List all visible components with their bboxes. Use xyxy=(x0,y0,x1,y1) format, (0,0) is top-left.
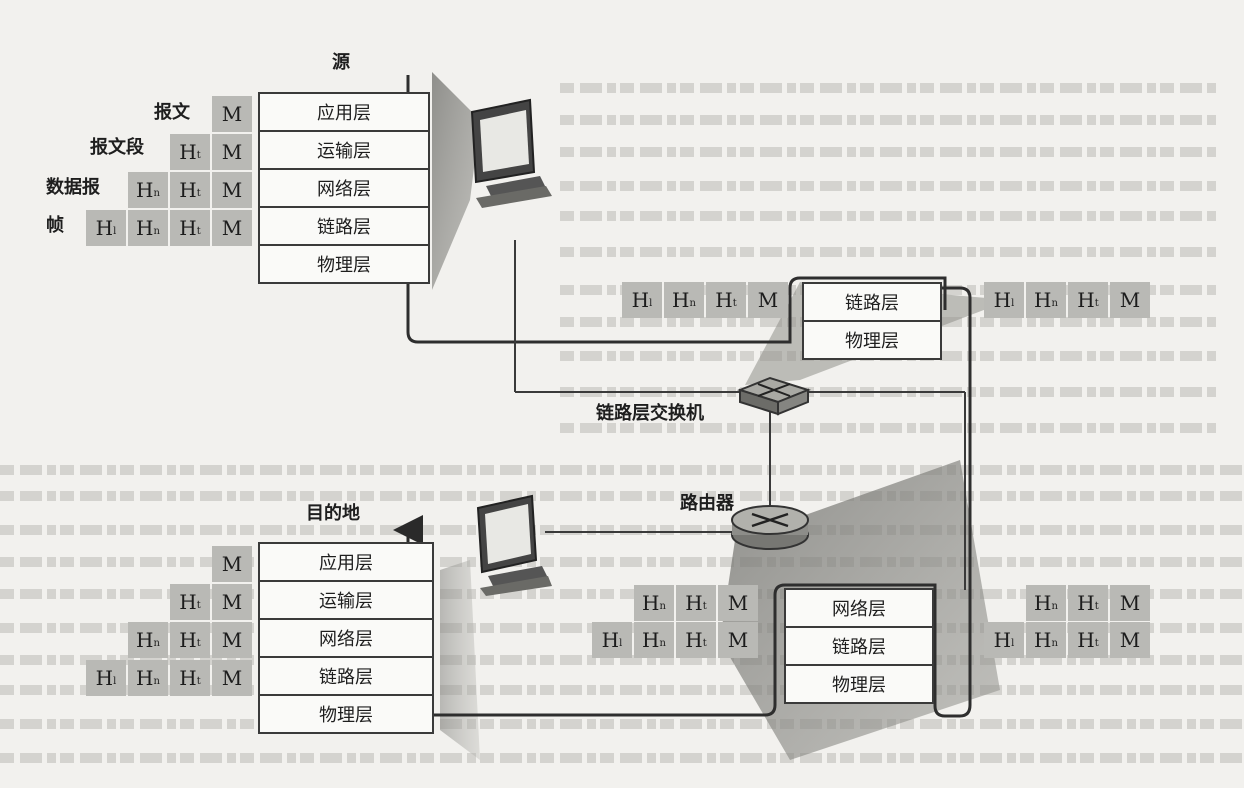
message-label: 报文 xyxy=(154,102,190,123)
source-transport-layer: 运输层 xyxy=(258,130,430,170)
message-cell: M xyxy=(212,134,252,170)
destination-label: 目的地 xyxy=(306,503,360,524)
source-link-layer: 链路层 xyxy=(258,206,430,246)
destination-stack: 应用层 运输层 网络层 链路层 物理层 xyxy=(258,542,434,740)
message-cell: M xyxy=(212,172,252,208)
dest-link-layer: 链路层 xyxy=(258,656,434,696)
datagram-label: 数据报 xyxy=(46,177,100,198)
message-cell: M xyxy=(212,210,252,246)
data-path-router-loop xyxy=(406,286,972,718)
source-network-layer: 网络层 xyxy=(258,168,430,208)
source-physical-layer: 物理层 xyxy=(258,244,430,284)
dest-message-row: M xyxy=(212,546,252,582)
router-icon xyxy=(731,505,809,550)
source-beam xyxy=(432,72,480,290)
message-cell: M xyxy=(1110,282,1150,318)
dest-app-layer: 应用层 xyxy=(258,542,434,582)
frame-label: 帧 xyxy=(46,215,64,236)
message-cell: M xyxy=(212,660,252,696)
destination-computer-icon xyxy=(476,494,552,596)
data-path-source-to-switch xyxy=(406,75,947,344)
dest-network-layer: 网络层 xyxy=(258,618,434,658)
router-network-layer: 网络层 xyxy=(784,588,934,628)
router-stack: 网络层 链路层 物理层 xyxy=(784,588,934,704)
switch-physical-layer: 物理层 xyxy=(802,320,942,360)
switch-icon xyxy=(737,376,811,416)
switch-label: 链路层交换机 xyxy=(596,403,704,424)
message-cell: M xyxy=(212,622,252,658)
message-cell: M xyxy=(1110,585,1150,621)
message-cell: M xyxy=(212,546,252,582)
router-label: 路由器 xyxy=(680,493,734,514)
message-cell: M xyxy=(718,585,758,621)
dest-transport-layer: 运输层 xyxy=(258,580,434,620)
message-cell: M xyxy=(748,282,788,318)
source-label: 源 xyxy=(332,52,350,73)
router-physical-layer: 物理层 xyxy=(784,664,934,704)
message-cell: M xyxy=(212,584,252,620)
switch-link-layer: 链路层 xyxy=(802,282,942,322)
source-app-layer: 应用层 xyxy=(258,92,430,132)
switch-stack: 链路层 物理层 xyxy=(802,282,942,360)
source-computer-icon xyxy=(470,98,552,208)
source-message-row: M xyxy=(212,96,252,132)
source-stack: 应用层 运输层 网络层 链路层 物理层 xyxy=(258,92,430,290)
destination-beam xyxy=(440,560,480,760)
router-link-layer: 链路层 xyxy=(784,626,934,666)
message-cell: M xyxy=(212,96,252,132)
segment-label: 报文段 xyxy=(90,137,144,158)
dest-physical-layer: 物理层 xyxy=(258,694,434,734)
message-cell: M xyxy=(1110,622,1150,658)
message-cell: M xyxy=(718,622,758,658)
